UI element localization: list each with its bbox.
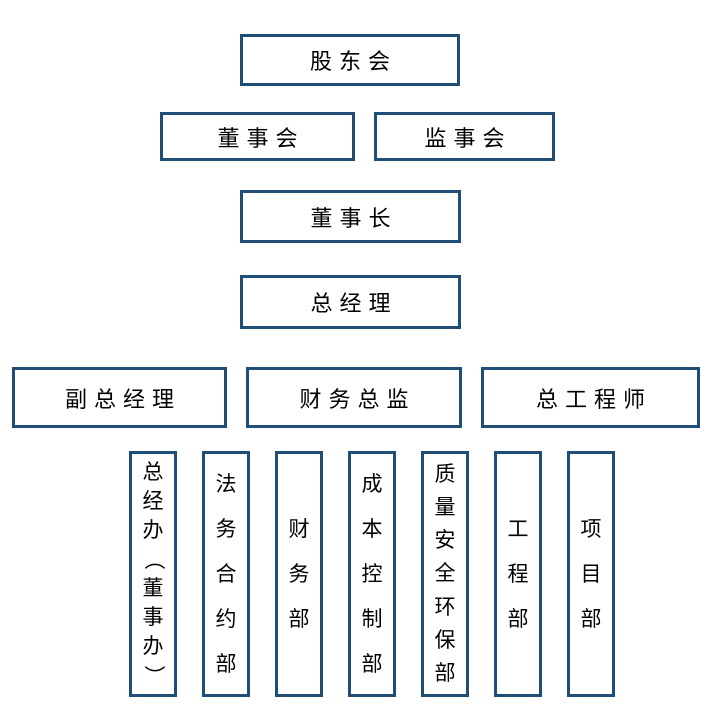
org-box-chief-engineer: 总工程师 [481, 367, 700, 428]
org-box-cost-control-dept: 成本控制部 [348, 451, 396, 697]
org-box-label: 董事长 [310, 205, 398, 231]
vertical-char: 量 [434, 495, 456, 520]
org-box-supervisory-board: 监事会 [374, 112, 555, 161]
vertical-char: 法 [215, 471, 237, 496]
org-box-label: 股东会 [309, 49, 397, 74]
vertical-char: 财 [288, 516, 310, 541]
org-box-label: 总工程师 [535, 386, 652, 412]
org-box-deputy-general-manager: 副总经理 [12, 367, 227, 428]
org-box-project-dept: 项目部 [567, 451, 615, 697]
vertical-char: 部 [361, 651, 383, 676]
org-box-label: 财务总监 [299, 386, 416, 412]
org-box-label: 副总经理 [64, 386, 181, 412]
org-box-board-of-directors: 董事会 [160, 112, 355, 161]
vertical-char: 部 [215, 651, 237, 676]
vertical-char: 本 [361, 516, 383, 541]
vertical-char: ） [141, 665, 166, 686]
vertical-char: 目 [580, 561, 602, 586]
org-box-label: 监事会 [424, 125, 512, 151]
vertical-char: 务 [288, 561, 310, 586]
org-box-general-manager: 总经理 [240, 275, 461, 329]
org-box-chairman: 董事长 [240, 190, 461, 243]
vertical-char: 总 [142, 460, 164, 484]
vertical-char: 办 [142, 634, 164, 658]
vertical-char: 事 [142, 605, 164, 629]
vertical-char: 项 [580, 516, 602, 541]
vertical-char: 全 [434, 561, 456, 586]
vertical-char: （ [141, 549, 166, 570]
vertical-char: 合 [215, 561, 237, 586]
org-box-quality-safety-env-dept: 质量安全环保部 [421, 451, 469, 697]
vertical-char: 务 [215, 516, 237, 541]
vertical-char: 办 [142, 518, 164, 542]
vertical-char: 保 [434, 627, 456, 652]
vertical-char: 部 [434, 660, 456, 685]
vertical-char: 程 [507, 561, 529, 586]
vertical-char: 约 [215, 606, 237, 631]
vertical-char: 成 [361, 471, 383, 496]
org-box-legal-contracts-dept: 法务合约部 [202, 451, 250, 697]
org-box-label: 董事会 [217, 125, 305, 151]
vertical-char: 董 [142, 576, 164, 600]
org-box-finance-dept: 财务部 [275, 451, 323, 697]
vertical-char: 部 [507, 606, 529, 631]
org-box-shareholders-meeting: 股东会 [240, 34, 460, 86]
org-box-gm-office-board-office: 总经办（董事办） [129, 451, 177, 697]
vertical-char: 环 [434, 594, 456, 619]
vertical-char: 经 [142, 489, 164, 513]
org-box-finance-director: 财务总监 [246, 367, 462, 428]
vertical-char: 部 [580, 606, 602, 631]
vertical-char: 质 [434, 462, 456, 487]
vertical-char: 部 [288, 606, 310, 631]
org-box-engineering-dept: 工程部 [494, 451, 542, 697]
vertical-char: 制 [361, 606, 383, 631]
vertical-char: 控 [361, 561, 383, 586]
org-box-label: 总经理 [310, 291, 398, 316]
vertical-char: 工 [507, 516, 529, 541]
vertical-char: 安 [434, 528, 456, 553]
